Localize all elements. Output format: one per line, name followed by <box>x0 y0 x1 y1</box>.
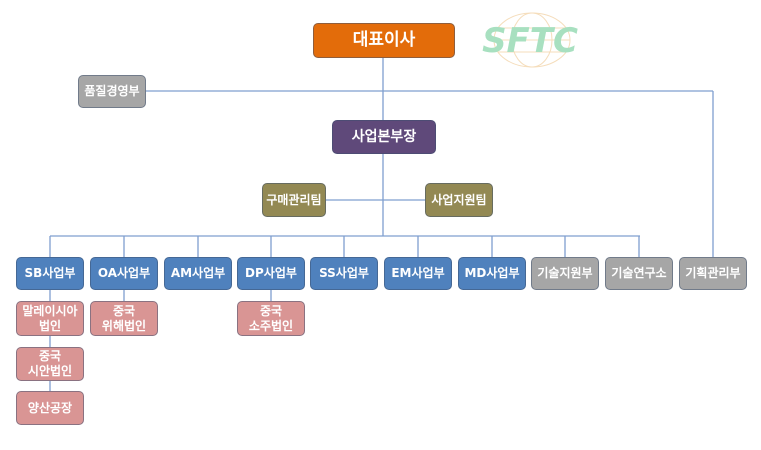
ceo-box: 대표이사 <box>313 23 455 58</box>
division-oa: OA사업부 <box>90 257 158 290</box>
division-am: AM사업부 <box>164 257 232 290</box>
division-em: EM사업부 <box>384 257 452 290</box>
quality-management-box: 품질경영부 <box>78 75 146 108</box>
svg-text:SFTC: SFTC <box>482 21 578 61</box>
tech-research-box: 기술연구소 <box>605 257 673 290</box>
planning-management-box: 기획관리부 <box>679 257 747 290</box>
division-sb: SB사업부 <box>16 257 84 290</box>
division-md: MD사업부 <box>458 257 526 290</box>
weihai-subsidiary-box: 중국 위해법인 <box>90 301 158 336</box>
division-ss: SS사업부 <box>310 257 378 290</box>
malaysia-subsidiary-box: 말레이시아 법인 <box>16 301 84 336</box>
purchasing-team-box: 구매관리팀 <box>262 183 326 217</box>
tech-support-box: 기술지원부 <box>531 257 599 290</box>
business-support-team-box: 사업지원팀 <box>425 183 493 217</box>
sftc-logo: SFTC <box>482 12 578 68</box>
xian-subsidiary-box: 중국 시안법인 <box>16 347 84 381</box>
business-head-box: 사업본부장 <box>332 120 436 154</box>
mass-production-factory-box: 양산공장 <box>16 391 84 425</box>
division-dp: DP사업부 <box>237 257 305 290</box>
suzhou-subsidiary-box: 중국 소주법인 <box>237 301 305 336</box>
